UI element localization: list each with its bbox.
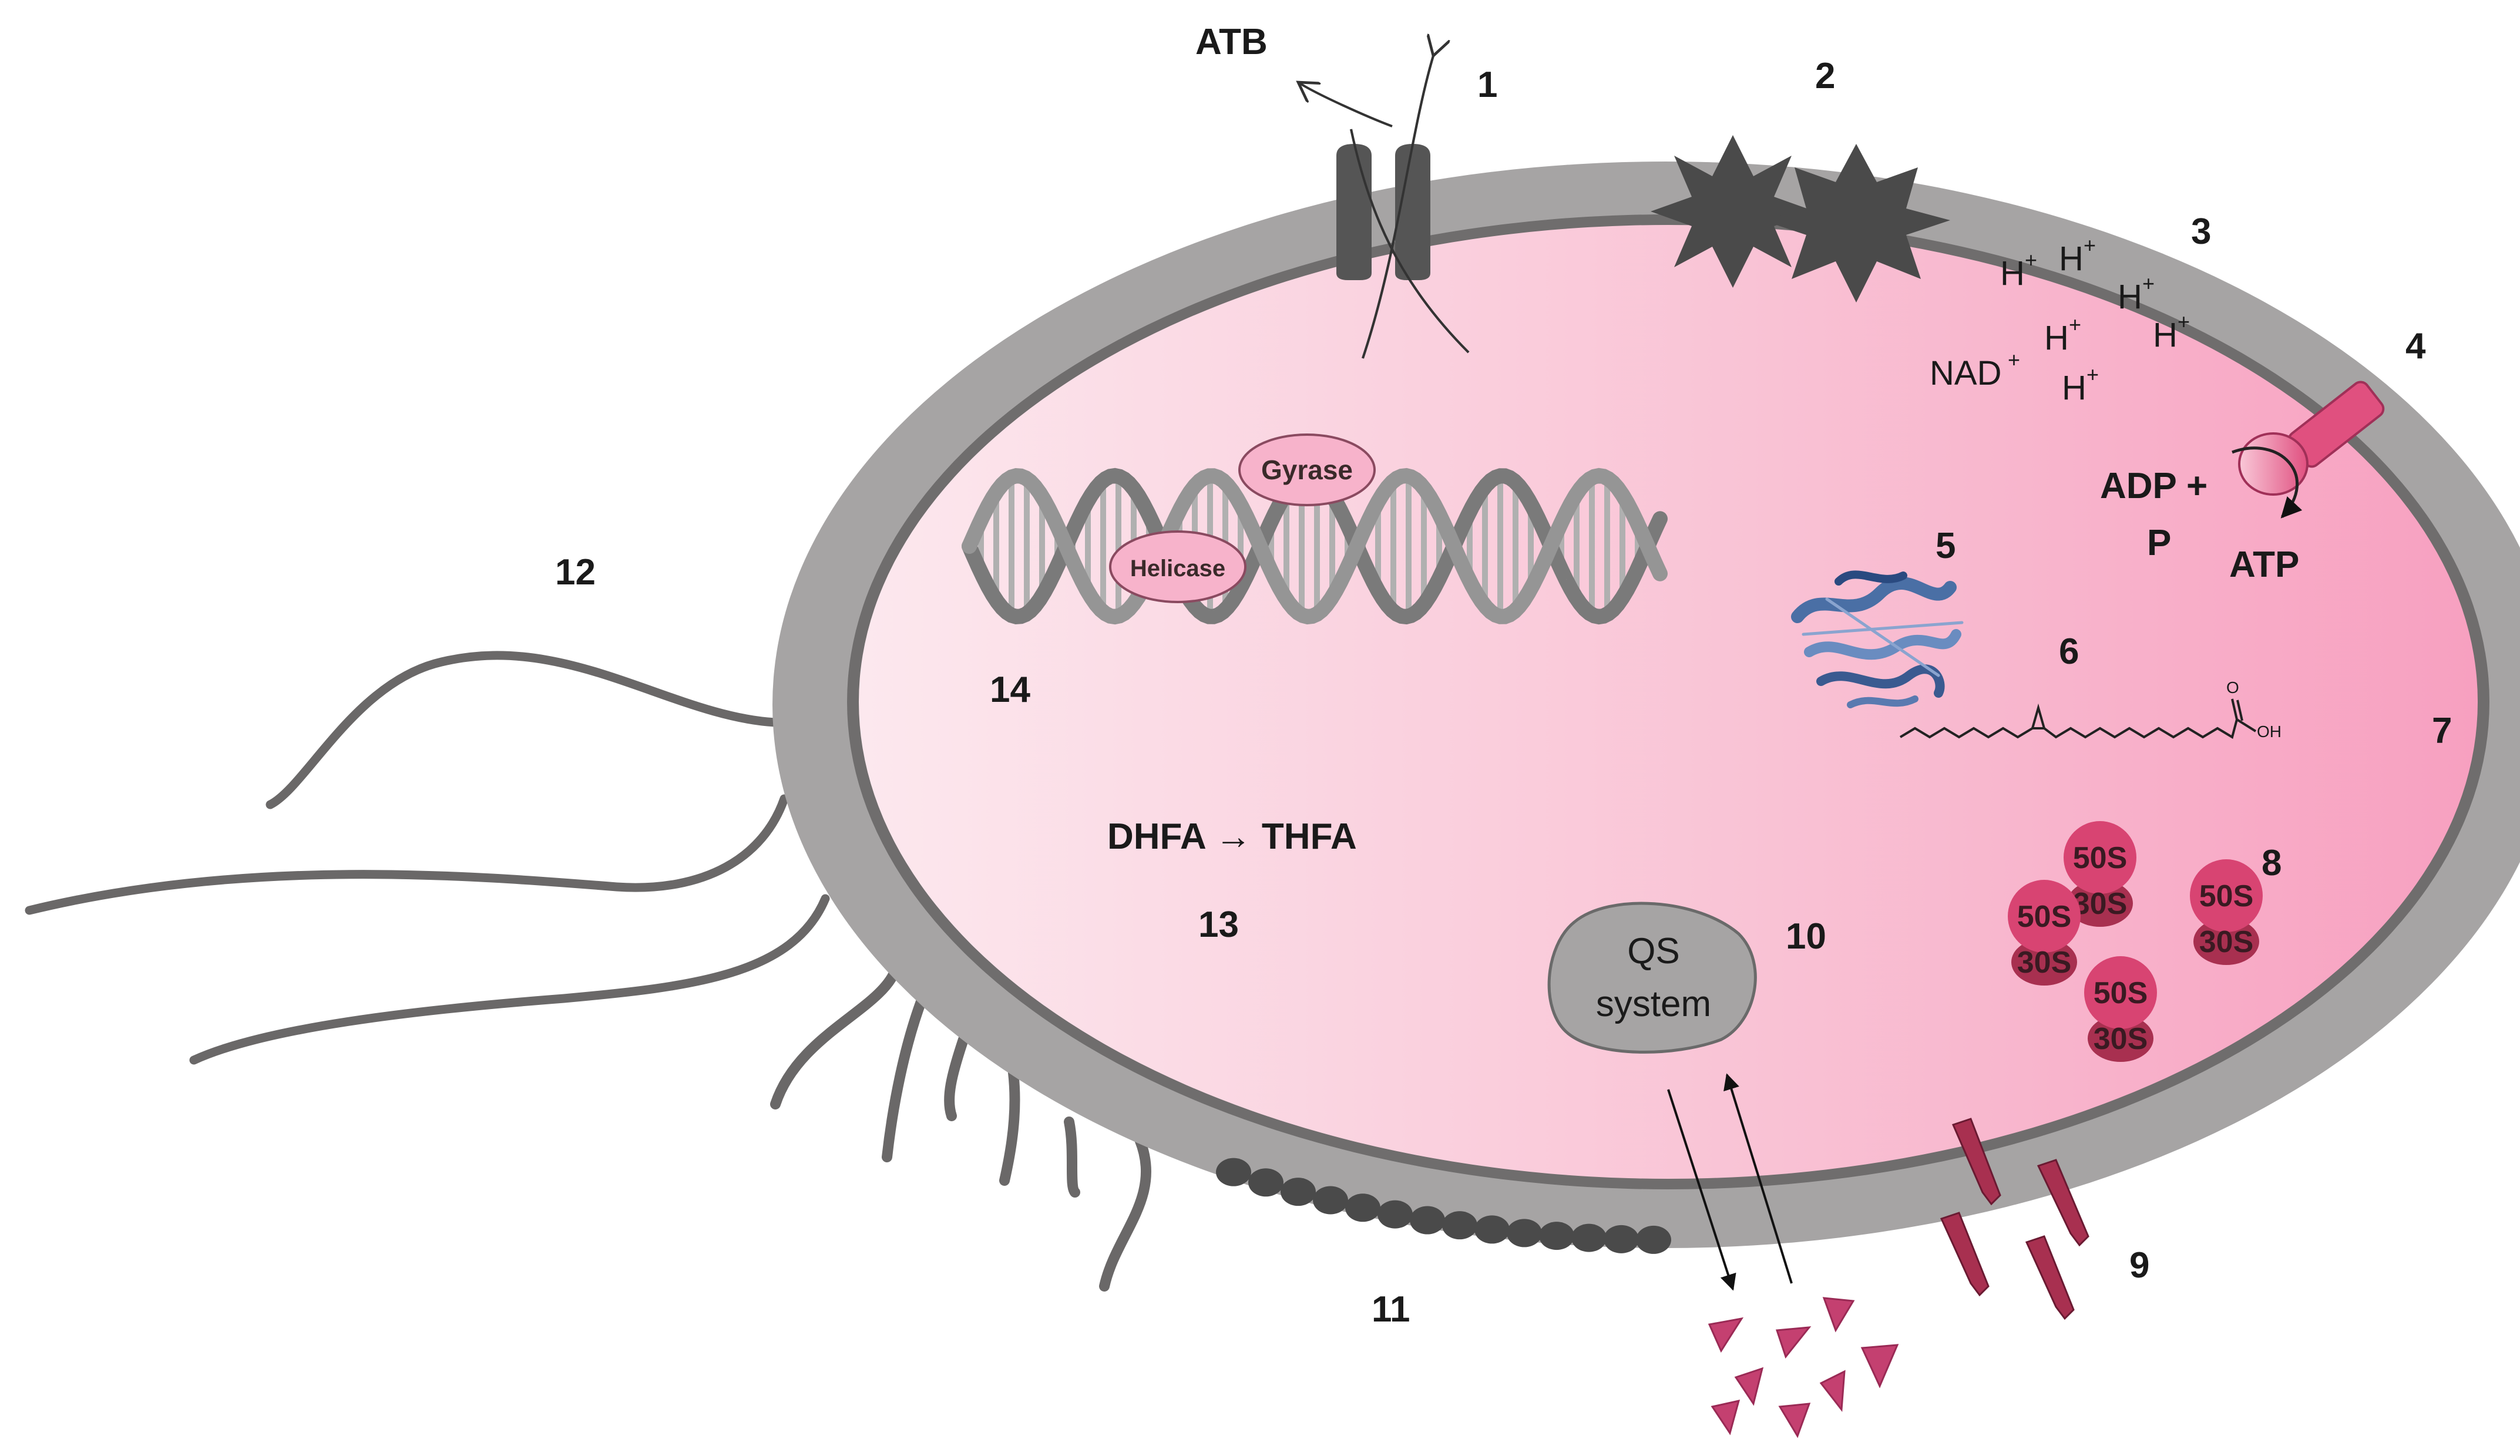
callout-9: 9 <box>2129 1245 2149 1286</box>
atp-label: ATP <box>2229 544 2299 585</box>
callout-6: 6 <box>2059 631 2079 672</box>
capsule-bead <box>1604 1225 1639 1253</box>
proton-4-sup: + <box>2069 312 2081 337</box>
callout-7: 7 <box>2432 711 2452 751</box>
capsule-bead <box>1345 1193 1380 1222</box>
qs-system: QS system <box>1547 902 1757 1054</box>
capsule-bead <box>1442 1211 1477 1240</box>
proton-3-sup: + <box>2142 271 2155 295</box>
capsule-bead <box>1636 1225 1671 1254</box>
proton-2-sup: + <box>2084 233 2096 257</box>
atp-synthase <box>2232 381 2385 519</box>
atb-label: ATB <box>1195 22 1268 62</box>
ribosome-30s-label: 30S <box>2073 887 2128 921</box>
membrane-peptides <box>1940 1118 2089 1320</box>
nad-label: NAD <box>1930 354 2001 392</box>
callout-11: 11 <box>1372 1289 1410 1330</box>
proton-5-sup: + <box>2178 310 2190 334</box>
ribosome-30s-label: 30S <box>2094 1022 2148 1056</box>
callout-13: 13 <box>1198 904 1239 945</box>
dna-strand <box>962 468 1668 625</box>
callout-14: 14 <box>990 670 1030 710</box>
ribosome-small-subunit <box>2011 939 2077 986</box>
porin-channel <box>1298 56 1470 359</box>
callout-5: 5 <box>1936 526 1955 566</box>
proton-6-sup: + <box>2086 362 2099 386</box>
ribosome-30s-label: 30S <box>2017 946 2072 980</box>
ribosome-50s-label: 50S <box>2017 900 2072 934</box>
fatty-acid-structure: O OH <box>1899 678 2282 741</box>
capsule-bead <box>1313 1186 1348 1215</box>
callout-12: 12 <box>555 552 596 593</box>
proton-1: H <box>2000 254 2025 292</box>
protons: H + H + H + H + H + H + <box>2000 233 2190 407</box>
nad-sup: + <box>2008 348 2020 372</box>
ribosome-large-subunit <box>2190 859 2263 932</box>
capsule-bead <box>1216 1158 1251 1186</box>
capsule-bead <box>1507 1219 1542 1247</box>
helicase-label: Helicase <box>1130 556 1225 581</box>
capsule-beads <box>1216 1158 1671 1254</box>
ribosome-50s-label: 50S <box>2199 879 2254 913</box>
callout-2: 2 <box>1815 56 1835 96</box>
ribosome-large-subunit <box>2064 821 2136 894</box>
ribosome-50s-label: 50S <box>2094 976 2148 1010</box>
gyrase-label: Gyrase <box>1261 455 1353 485</box>
ribosome-small-subunit <box>2088 1015 2153 1062</box>
qs-signal-arrows <box>1667 1073 1793 1291</box>
dhfa-thfa-label: DHFA → THFA <box>1107 816 1357 857</box>
ribosome-50s-label: 50S <box>2073 841 2128 875</box>
ribosome-small-subunit <box>2067 880 2133 927</box>
callout-4: 4 <box>2405 326 2426 366</box>
capsule-bead <box>1474 1215 1510 1244</box>
qs-label-line2: system <box>1596 984 1711 1024</box>
ribosome-large-subunit <box>2008 880 2081 953</box>
membrane-disruptor-stars <box>1651 135 1950 302</box>
callout-1: 1 <box>1477 65 1497 105</box>
proton-5: H <box>2153 316 2178 354</box>
capsule-bead <box>1248 1168 1283 1197</box>
qs-label-line1: QS <box>1627 931 1680 971</box>
proton-4: H <box>2044 319 2069 357</box>
protein-structure-icon <box>1791 570 1964 708</box>
capsule-bead <box>1281 1178 1316 1206</box>
capsule-bead <box>1571 1223 1607 1252</box>
callout-10: 10 <box>1786 916 1826 957</box>
phosphate-label: P <box>2147 523 2171 563</box>
ribosome-large-subunit <box>2084 956 2157 1029</box>
proton-2: H <box>2059 240 2084 278</box>
callout-8: 8 <box>2262 843 2282 883</box>
ribosome-30s-label: 30S <box>2199 925 2254 959</box>
callout-3: 3 <box>2191 211 2211 252</box>
adp-label: ADP + <box>2100 466 2207 506</box>
hydroxyl-label: OH <box>2257 722 2282 741</box>
helicase-enzyme: Helicase <box>1109 530 1246 603</box>
capsule-bead <box>1539 1222 1574 1250</box>
gyrase-enzyme: Gyrase <box>1238 433 1376 506</box>
proton-1-sup: + <box>2025 248 2037 272</box>
proton-3: H <box>2118 278 2142 316</box>
capsule-bead <box>1410 1206 1445 1235</box>
ribosome-small-subunit <box>2193 918 2259 965</box>
capsule-bead <box>1377 1200 1413 1229</box>
carbonyl-oxygen: O <box>2226 678 2239 697</box>
signal-molecules <box>1708 1297 1899 1438</box>
flagella <box>25 651 830 1065</box>
proton-6: H <box>2062 369 2086 407</box>
